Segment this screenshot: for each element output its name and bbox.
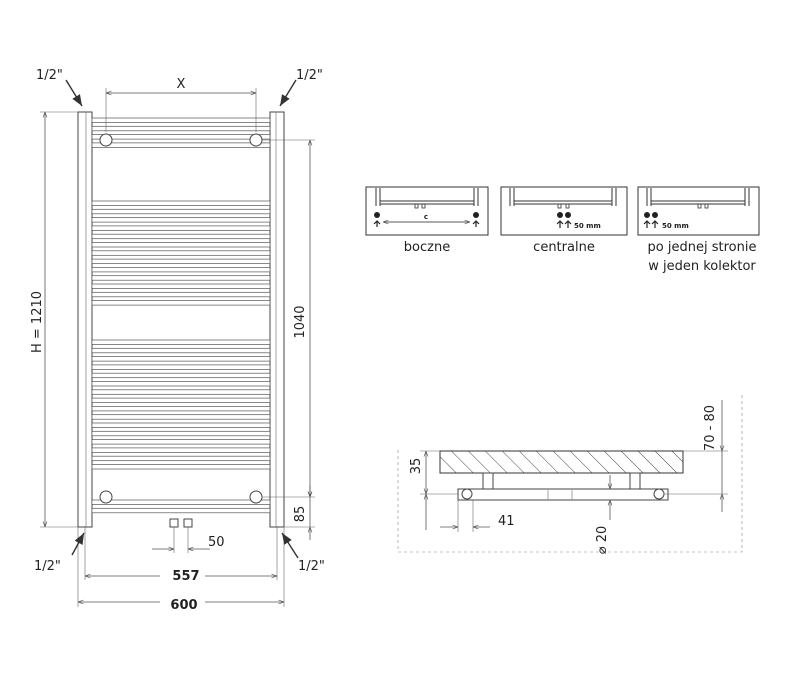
variant-side: c boczne [365,186,489,255]
diameter-label: ⌀ 20 [595,526,610,555]
connection-variants: c boczne 50 mm centralne [365,186,760,274]
radiator-tube [91,275,271,281]
x-dimension-label: X [177,77,186,92]
axis-height-label: 1040 [293,305,308,338]
radiator-tube [91,291,271,298]
radiator-tube [91,250,271,256]
axis-width-label: 557 [172,569,199,584]
connection-bottom-right [249,490,263,504]
offset-label: 41 [498,514,515,529]
bottom-offset-label: 85 [293,506,308,523]
radiator-tube [91,134,271,140]
variant-side-caption: boczne [404,240,450,255]
connection-size-bottom-right: 1/2" [298,559,325,574]
height-dimension-label: H = 1210 [30,291,45,353]
side-connection-right [653,488,665,500]
connection-top-right [249,133,263,147]
variant-side-marker: c [424,213,428,221]
front-view: X H = 1210 1040 85 50 557 600 [30,68,325,613]
right-collector [269,111,285,528]
radiator-tube [91,356,271,362]
connection-size-top-right: 1/2" [296,68,323,83]
radiator-tube [91,381,271,387]
radiator-tube [91,258,271,264]
radiator-tube [91,414,271,420]
radiator-tube [91,499,271,505]
pipe-stub-right [183,518,193,528]
radiator-tube [91,422,271,428]
side-tube [457,488,669,501]
total-width-label: 600 [170,598,197,613]
wall-distance-label: 70 - 80 [703,405,718,451]
side-connection-left [461,488,473,500]
radiator-tube [91,389,271,395]
variant-one-side-caption-line2: w jeden kolektor [648,259,756,274]
radiator-tube [91,233,271,240]
side-view: 35 41 ⌀ 20 70 - 80 [397,395,743,555]
left-collector [77,111,93,528]
radiator-tubes [91,117,271,514]
radiator-tube [91,439,271,445]
radiator-tube [91,242,271,248]
variant-central: 50 mm centralne [500,186,628,255]
connection-size-bottom-left: 1/2" [34,559,61,574]
radiator-tube [91,507,271,514]
variant-one-side: 50 mm po jednej stronie w jeden kolektor [637,186,760,274]
pipe-stub-left [169,518,179,528]
variant-central-caption: centralne [533,240,595,255]
radiator-tube [91,117,271,123]
connection-size-top-left: 1/2" [36,68,63,83]
radiator-tube [91,339,271,345]
radiator-tube [91,217,271,223]
variant-central-marker: 50 mm [574,222,601,230]
pipe-spacing-label: 50 [208,535,225,550]
radiator-tube [91,208,271,215]
radiator-tube [91,455,271,462]
radiator-tube [91,225,271,231]
variant-one-side-marker: 50 mm [662,222,689,230]
radiator-tube [91,447,271,453]
radiator-tube [91,397,271,403]
radiator-tube [91,300,271,306]
wall [439,450,684,474]
radiator-tube [91,406,271,412]
connection-top-left [99,133,113,147]
radiator-tube [91,200,271,206]
radiator-tube [91,347,271,354]
radiator-tube [91,464,271,470]
radiator-tube [91,372,271,379]
radiator-tube [91,125,271,132]
variant-one-side-caption-line1: po jednej stronie [648,240,757,255]
radiator-tube [91,364,271,370]
radiator-tube [91,430,271,437]
radiator-tube [91,267,271,273]
connection-bottom-left [99,490,113,504]
radiator-tube [91,283,271,289]
radiator-tube [91,142,271,148]
depth-label: 35 [409,458,424,475]
